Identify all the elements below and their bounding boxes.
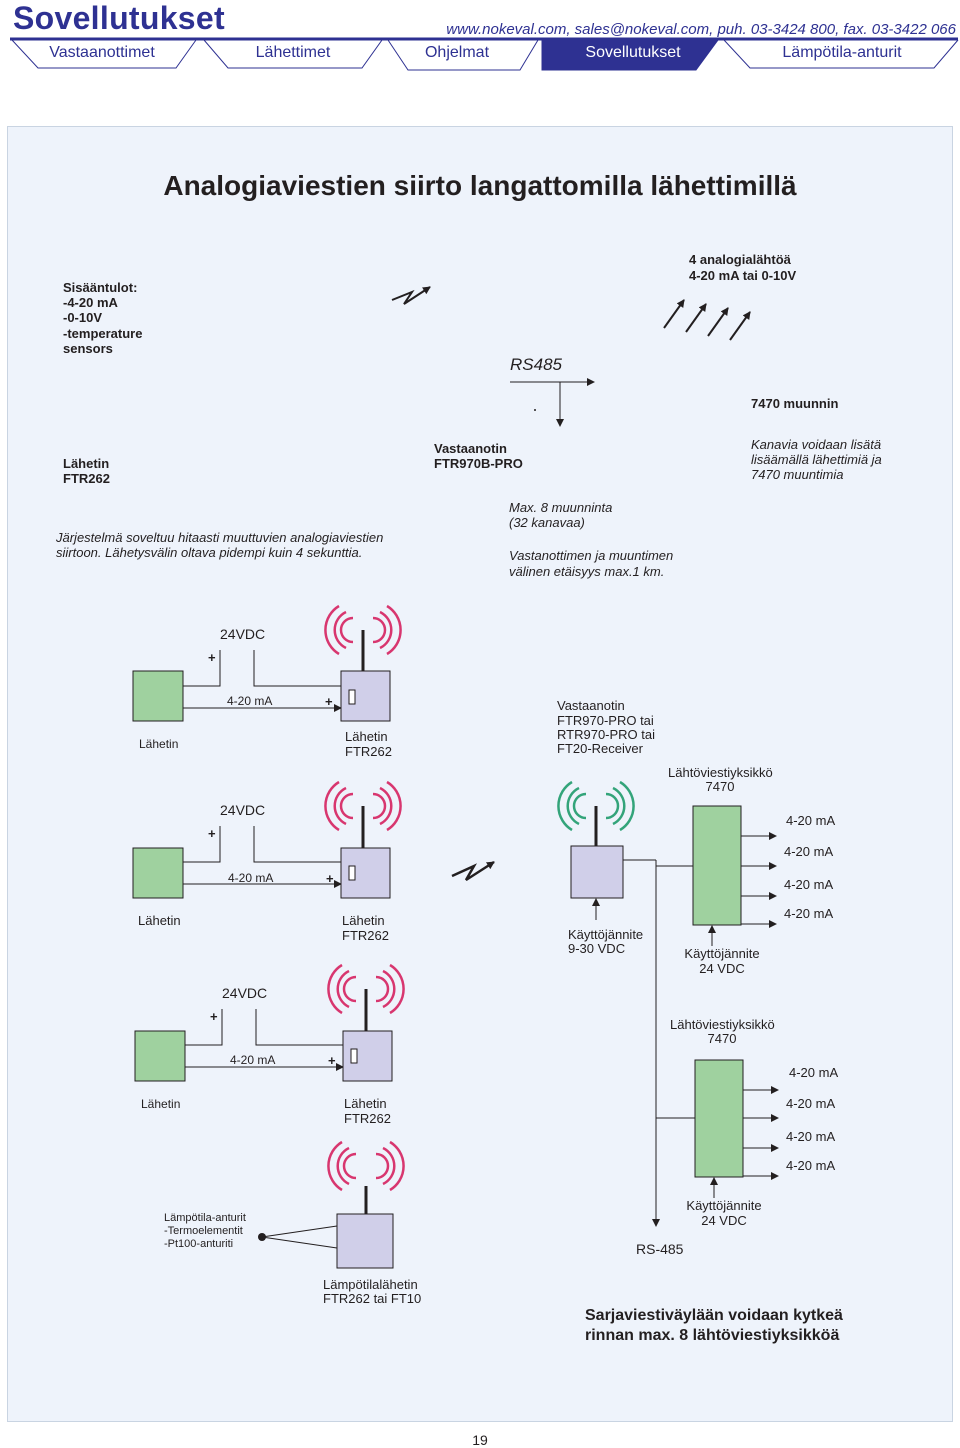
output-unit-2-supply-1: 24 VDC xyxy=(701,1213,747,1228)
channels-note-1: lisäämällä lähettimiä ja xyxy=(751,452,882,467)
inputs-label-4: sensors xyxy=(63,341,113,356)
temp-sensors-label-1: -Termoelementit xyxy=(164,1225,243,1237)
tab-vastaanottimet[interactable]: Vastaanottimet xyxy=(49,44,155,61)
content-panel xyxy=(7,126,953,1422)
row2-supply-label: 24VDC xyxy=(220,802,266,818)
converter-label: 7470 muunnin xyxy=(751,396,839,411)
serial-note-1: rinnan max. 8 lähtöviestiyksikköä xyxy=(585,1327,840,1344)
row1-transmitter-label-1: FTR262 xyxy=(345,744,392,759)
receiver-label-2: RTR970-PRO tai xyxy=(557,727,656,742)
outputs-label-0: 4 analogialähtöä xyxy=(689,252,791,267)
row3-plus-supply: + xyxy=(210,1009,218,1024)
tab-sovellutukset[interactable]: Sovellutukset xyxy=(585,44,681,61)
serial-note-0: Sarjaviestiväylään voidaan kytkeä xyxy=(585,1307,843,1324)
row1-sensor-label: Lähetin xyxy=(139,737,179,751)
row1-signal-label: 4-20 mA xyxy=(227,694,273,708)
row2-plus-supply: + xyxy=(208,826,216,841)
tab-lahettimet[interactable]: Lähettimet xyxy=(255,44,331,61)
temp-sensors-label-2: -Pt100-anturiti xyxy=(164,1238,234,1250)
tab-ohjelmat[interactable]: Ohjelmat xyxy=(424,44,490,61)
header-contact-info: www.nokeval.com, sales@nokeval.com, puh.… xyxy=(446,21,956,38)
row2-sensor-label: Lähetin xyxy=(138,913,181,928)
top-receiver-label-0: Vastaanotin xyxy=(434,441,507,456)
main-title: Analogiaviestien siirto langattomilla lä… xyxy=(163,170,797,201)
receiver-supply-0: Käyttöjännite xyxy=(568,927,644,942)
page-header-title: Sovellutukset xyxy=(13,0,225,36)
rs485-label: RS485 xyxy=(510,355,562,374)
temp-transmitter-label-0: Lämpötilalähetin xyxy=(323,1277,418,1292)
top-wireless-symbol xyxy=(391,286,431,305)
temperature-transmitter-drawing xyxy=(258,1140,405,1269)
output-unit-2-channel-2: 4-20 mA xyxy=(786,1096,836,1111)
output-unit-1-channel-2: 4-20 mA xyxy=(784,844,834,859)
output-unit-1-label-1: 7470 xyxy=(705,779,735,794)
inputs-label-1: -4-20 mA xyxy=(63,295,118,310)
receiver-label-0: Vastaanotin xyxy=(557,698,625,713)
row2-signal-label: 4-20 mA xyxy=(228,871,274,885)
output-unit-2-channel-4: 4-20 mA xyxy=(786,1158,836,1173)
row1-plus-signal: + xyxy=(325,694,333,709)
output-unit-1-supply-0: Käyttöjännite xyxy=(684,946,760,961)
wiring-row-3 xyxy=(134,963,405,1082)
row1-plus-supply: + xyxy=(208,650,216,665)
output-arrows xyxy=(663,299,751,341)
output-unit-1-channel-1: 4-20 mA xyxy=(786,813,836,828)
rs485-bus-label: RS-485 xyxy=(636,1241,684,1257)
row2-transmitter-label-0: Lähetin xyxy=(342,913,385,928)
output-unit-2-channel-3: 4-20 mA xyxy=(786,1129,836,1144)
row3-transmitter-label-1: FTR262 xyxy=(344,1111,391,1126)
system-note-1: siirtoon. Lähetysvälin oltava pidempi ku… xyxy=(56,545,363,560)
top-transmitter-label-0: Lähetin xyxy=(63,456,110,471)
rs485-line xyxy=(510,378,595,427)
output-unit-2-label-0: Lähtöviestiyksikkö xyxy=(670,1017,775,1032)
row2-transmitter-label-1: FTR262 xyxy=(342,928,389,943)
output-unit-1-drawing xyxy=(656,805,777,946)
wiring-row-2 xyxy=(132,780,402,899)
distance-note-1: välinen etäisyys max.1 km. xyxy=(509,564,665,579)
output-unit-2-supply-0: Käyttöjännite xyxy=(686,1198,762,1213)
receiver-drawing xyxy=(557,780,660,1227)
system-note-0: Järjestelmä soveltuu hitaasti muuttuvien… xyxy=(56,530,384,545)
inputs-label-3: -temperature xyxy=(63,326,143,341)
output-unit-1-channel-4: 4-20 mA xyxy=(784,906,834,921)
inputs-label-0: Sisääntulot: xyxy=(63,280,138,295)
receiver-supply-1: 9-30 VDC xyxy=(568,941,626,956)
tab-lampotila-anturit[interactable]: Lämpötila-anturit xyxy=(782,44,902,61)
max-note-1: (32 kanavaa) xyxy=(509,515,585,530)
output-unit-1-label-0: Lähtöviestiyksikkö xyxy=(668,765,773,780)
receiver-label-3: FT20-Receiver xyxy=(557,741,643,756)
temp-transmitter-label-1: FTR262 tai FT10 xyxy=(323,1291,422,1306)
output-unit-2-channel-1: 4-20 mA xyxy=(789,1065,839,1080)
row3-transmitter-label-0: Lähetin xyxy=(344,1096,387,1111)
tab-bar-shapes xyxy=(10,37,959,71)
page-number: 19 xyxy=(472,1432,488,1448)
distance-note-0: Vastanottimen ja muuntimen xyxy=(509,548,674,563)
wiring-row-1 xyxy=(132,604,402,722)
receiver-label-1: FTR970-PRO tai xyxy=(557,713,654,728)
max-note-0: Max. 8 muunninta xyxy=(509,500,613,515)
row1-transmitter-label-0: Lähetin xyxy=(345,729,388,744)
row3-sensor-label: Lähetin xyxy=(141,1097,181,1111)
top-receiver-label-1: FTR970B-PRO xyxy=(434,456,523,471)
channels-note-2: 7470 muuntimia xyxy=(751,467,844,482)
output-unit-2-drawing xyxy=(656,1059,779,1198)
channels-note-0: Kanavia voidaan lisätä xyxy=(751,437,882,452)
row2-plus-signal: + xyxy=(326,871,334,886)
top-transmitter-label-1: FTR262 xyxy=(63,471,110,486)
output-unit-1-supply-1: 24 VDC xyxy=(699,961,745,976)
row3-signal-label: 4-20 mA xyxy=(230,1053,276,1067)
inputs-label-2: -0-10V xyxy=(63,310,103,325)
row3-supply-label: 24VDC xyxy=(222,985,268,1001)
outputs-label-1: 4-20 mA tai 0-10V xyxy=(689,268,797,283)
middle-wireless-symbol xyxy=(451,860,495,882)
temp-sensors-label-0: Lämpötila-anturit xyxy=(164,1212,246,1224)
output-unit-2-label-1: 7470 xyxy=(707,1031,737,1046)
row3-plus-signal: + xyxy=(328,1053,336,1068)
row1-supply-label: 24VDC xyxy=(220,626,266,642)
output-unit-1-channel-3: 4-20 mA xyxy=(784,877,834,892)
